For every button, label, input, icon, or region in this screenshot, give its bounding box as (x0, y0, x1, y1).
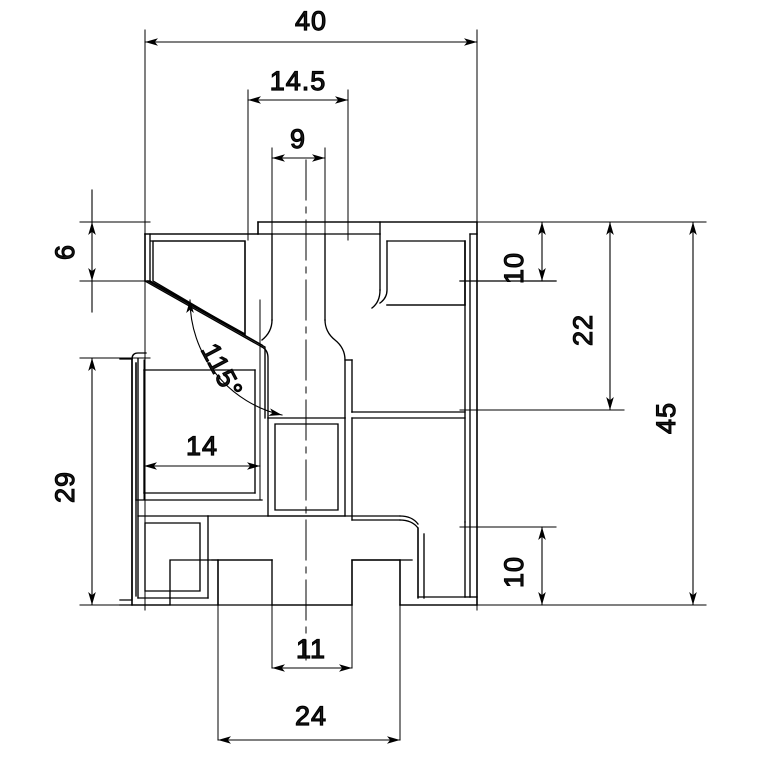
dim-tab-width: 9 (290, 124, 306, 154)
dim-overall-width: 40 (295, 6, 327, 36)
dim-upper-inner-width: 14.5 (270, 66, 327, 96)
dim-bottom-overall-width: 24 (295, 701, 327, 731)
dim-left-top-height: 6 (50, 244, 80, 260)
dim-right-bottom-height: 10 (499, 556, 529, 588)
dim-right-top-height: 10 (499, 252, 529, 284)
dim-right-mid-height: 22 (568, 314, 598, 346)
dim-left-lower-height: 29 (50, 471, 80, 503)
dim-angle: 115° (195, 338, 249, 403)
dim-overall-height: 45 (651, 402, 681, 434)
dimension-text: 40 14.5 9 6 29 115° 14 10 22 45 10 11 24 (49, 5, 681, 731)
extension-lines (79, 29, 707, 741)
dim-bottom-tab-width: 11 (296, 634, 326, 664)
dimension-lines (88, 38, 697, 744)
dim-mid-left-width: 14 (186, 431, 218, 461)
profile-body (131, 221, 557, 606)
